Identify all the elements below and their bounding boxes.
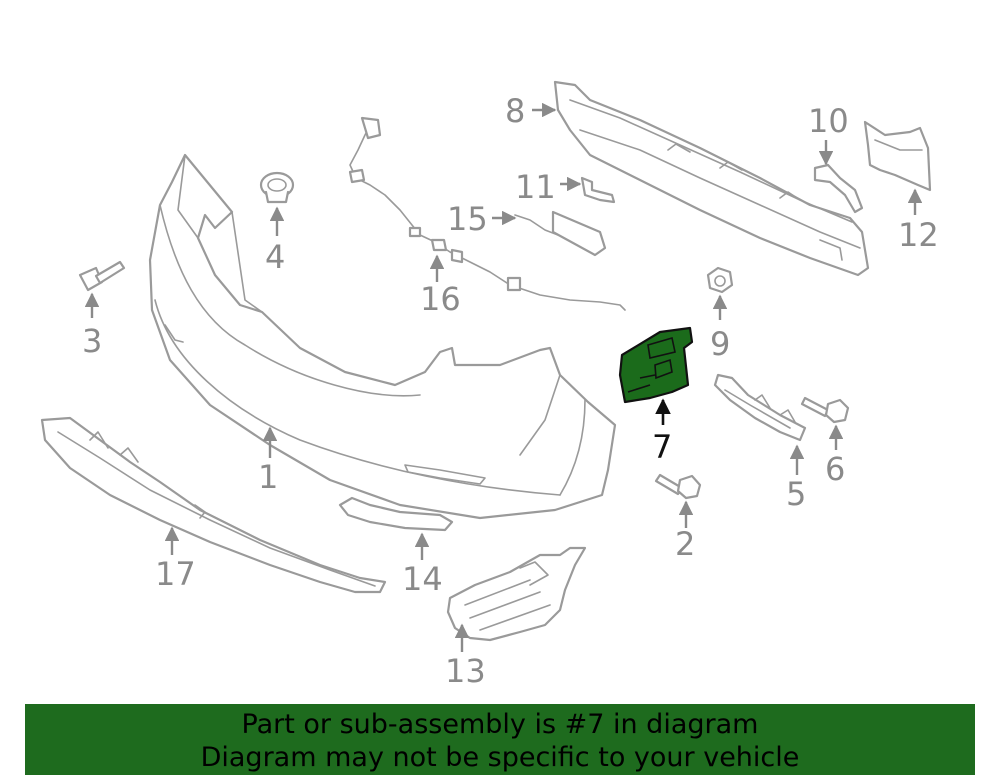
- callout-label-7: 7: [652, 428, 672, 466]
- callout-label-11: 11: [515, 168, 556, 206]
- bracket-5-part: [713, 373, 807, 442]
- bracket-7-highlighted-part: [618, 326, 694, 404]
- reflector-part: [338, 496, 454, 532]
- info-banner: Part or sub-assembly is #7 in diagram Di…: [25, 704, 975, 775]
- callout-label-4: 4: [265, 238, 285, 276]
- callout-label-3: 3: [82, 322, 102, 360]
- banner-line-disclaimer: Diagram may not be specific to your vehi…: [200, 742, 800, 773]
- callout-label-17: 17: [155, 555, 196, 593]
- banner-line-part-number: Part or sub-assembly is #7 in diagram: [241, 709, 759, 740]
- reinforcement-beam-part: [553, 80, 870, 277]
- callout-label-8: 8: [505, 92, 525, 130]
- wiring-harness-part: [348, 116, 626, 311]
- bumper-cover-part: [148, 153, 617, 520]
- bracket-11-part: [580, 176, 616, 204]
- callout-label-15: 14: [402, 560, 443, 598]
- shield-12-part: [863, 120, 932, 192]
- nut-part: [706, 266, 734, 294]
- callout-label-9: 9: [710, 325, 730, 363]
- bolt-2-part: [654, 473, 702, 500]
- callout-label-14: 16: [420, 280, 461, 318]
- grommet-part: [259, 171, 295, 204]
- parts-diagram: 1 17 3 4 16 15 11: [40, 80, 939, 690]
- callout-label-6: 6: [825, 450, 845, 488]
- callout-label-1: 1: [258, 458, 278, 496]
- sensor-wire-part: [514, 210, 607, 257]
- bolt-6-part: [800, 396, 850, 424]
- callout-label-5: 5: [786, 475, 806, 513]
- lower-valance-part: [40, 416, 387, 594]
- callout-label-12: 12: [898, 216, 939, 254]
- callout-label-10: 10: [808, 102, 849, 140]
- callout-label-13: 15: [447, 200, 488, 238]
- bracket-10-part: [813, 163, 864, 214]
- callout-label-16: 13: [445, 652, 486, 690]
- undercover-part: [446, 546, 587, 642]
- clip-part: [78, 260, 126, 292]
- callout-label-2: 2: [675, 525, 695, 563]
